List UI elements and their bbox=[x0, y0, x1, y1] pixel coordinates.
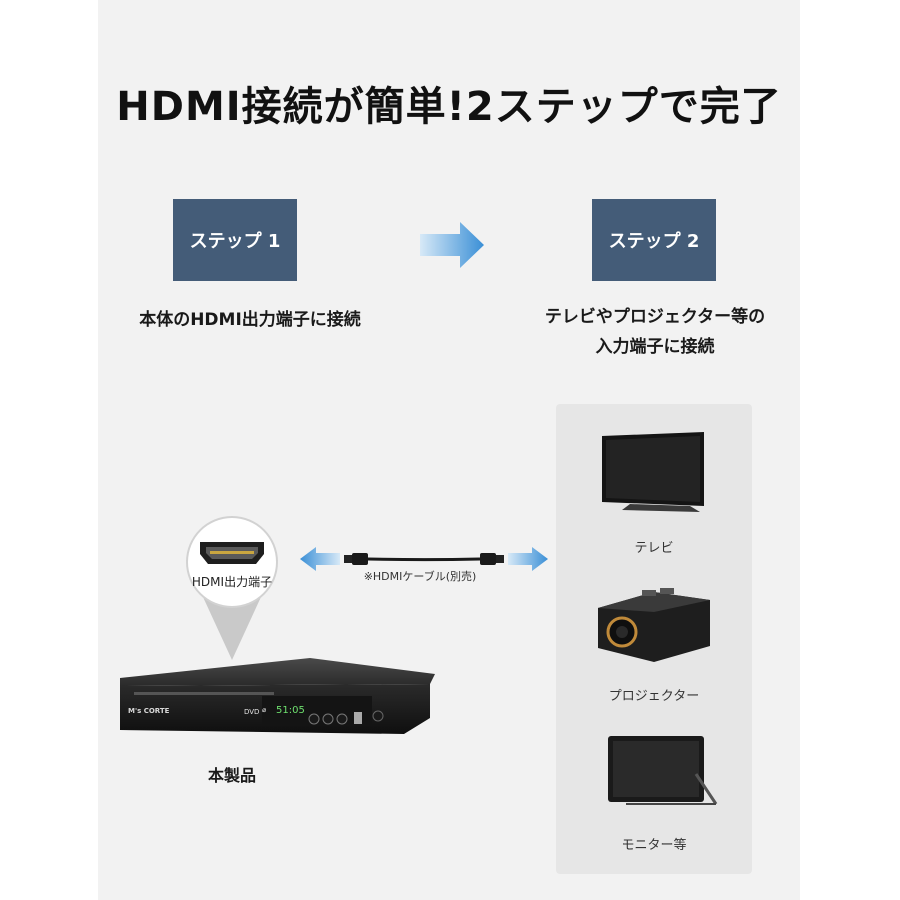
dvd-logo: DVD bbox=[244, 708, 259, 716]
hdmi-port-label: HDMI出力端子 bbox=[191, 575, 273, 589]
step-2-description-line-2: 入力端子に接続 bbox=[595, 337, 715, 357]
step-1-badge: ステップ 1 bbox=[173, 199, 297, 281]
step-2-badge: ステップ 2 bbox=[592, 199, 716, 281]
step-1-description-line: 本体のHDMI出力端子に接続 bbox=[139, 310, 361, 330]
bluray-player-image: M's CORTE ⌀ DVD 51:05 bbox=[120, 658, 435, 734]
device-label-tv: テレビ bbox=[634, 541, 674, 556]
page-title: HDMI接続が簡単!2ステップで完了 bbox=[116, 84, 782, 130]
brand-text: M's CORTE bbox=[128, 707, 170, 715]
bluray-logo: ⌀ bbox=[262, 706, 266, 714]
step-2-description: テレビやプロジェクター等の 入力端子に接続 bbox=[500, 302, 810, 362]
step-1-description: 本体のHDMI出力端子に接続 bbox=[100, 305, 400, 335]
cable-note: ※HDMIケーブル(別売) bbox=[363, 570, 477, 583]
device-label-monitor: モニター等 bbox=[621, 838, 687, 853]
hdmi-port-icon bbox=[200, 542, 264, 564]
device-label-projector: プロジェクター bbox=[608, 689, 700, 704]
step-2-label: ステップ 2 bbox=[608, 231, 700, 252]
hdmi-cable-icon bbox=[300, 547, 548, 571]
projector-icon bbox=[598, 588, 710, 662]
step-1-label: ステップ 1 bbox=[189, 231, 281, 252]
step-arrow-icon bbox=[420, 222, 484, 268]
display-readout: 51:05 bbox=[276, 705, 305, 716]
monitor-icon bbox=[608, 736, 718, 805]
step-2-description-line-1: テレビやプロジェクター等の bbox=[544, 307, 766, 327]
tv-icon bbox=[602, 432, 704, 512]
product-label: 本製品 bbox=[207, 766, 256, 785]
